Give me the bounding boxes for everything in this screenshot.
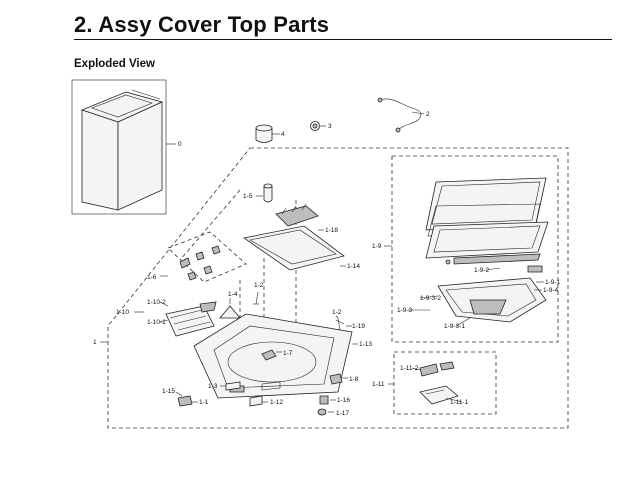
label-1-9-4: 1-9-4 [543, 287, 559, 294]
part-1-16-shape [319, 395, 329, 405]
label-1-6: 1-6 [147, 274, 157, 281]
label-1-17: 1-17 [336, 410, 349, 417]
washer-lid-glass [91, 94, 153, 118]
label-1-13: 1-13 [359, 341, 372, 348]
label-1-9: 1-9 [372, 243, 382, 250]
control-pcb-assy [243, 203, 346, 271]
label-1-4: 1-4 [228, 291, 238, 298]
part-1-12-shape [249, 395, 263, 407]
page-title: 2. Assy Cover Top Parts [74, 12, 330, 37]
label-1: 1 [93, 339, 97, 346]
title-underline [74, 39, 612, 40]
part-1-6-kit [160, 231, 247, 283]
guide-lines [179, 189, 297, 330]
cup-part [255, 124, 280, 143]
section-subtitle: Exploded View [74, 58, 155, 70]
washer-side [117, 101, 163, 211]
part-1-10-dispenser [134, 301, 217, 337]
label-1-5: 1-5 [243, 193, 253, 200]
label-1-9-3: 1-9-3 [397, 307, 413, 314]
label-1-10: 1-10 [116, 309, 129, 316]
part-1-7 [261, 349, 282, 361]
label-1-18: 1-18 [325, 227, 338, 234]
part-1-5 [256, 183, 273, 203]
washer-front [81, 109, 119, 211]
leader-lines [335, 267, 501, 403]
washer-frame [71, 79, 167, 215]
part-1-8 [329, 373, 348, 385]
label-1-19: 1-19 [352, 323, 365, 330]
label-1-11-2: 1-11-2 [400, 365, 419, 372]
part-1-3-shape [225, 381, 241, 391]
small-parts-bottom [175, 381, 336, 416]
label-1-10-1: 1-10-1 [147, 319, 166, 326]
label-1-2-right: 1-2 [332, 309, 342, 316]
assembly-boundary [107, 147, 569, 429]
label-1-1: 1-1 [199, 399, 209, 406]
part-1-2-screws [253, 291, 345, 331]
wire-harness-part [377, 97, 425, 133]
label-0: 0 [178, 141, 182, 148]
label-1-2-top: 1-2 [254, 282, 264, 289]
label-3: 3 [328, 123, 332, 130]
lid-assy-1-9 [384, 155, 559, 343]
label-1-3: 1-3 [208, 383, 218, 390]
label-1-15: 1-15 [162, 388, 175, 395]
label-1-7: 1-7 [283, 350, 293, 357]
label-1-9-3-2: 1-9-3-2 [420, 295, 441, 302]
label-1-9-2: 1-9-2 [474, 267, 490, 274]
label-1-11: 1-11 [372, 381, 385, 388]
label-1-16: 1-16 [337, 397, 350, 404]
label-1-9-1: 1-9-1 [545, 279, 561, 286]
label-4: 4 [281, 131, 285, 138]
label-1-8: 1-8 [349, 376, 359, 383]
label-2: 2 [426, 111, 430, 118]
label-1-11-1: 1-11-1 [450, 399, 469, 406]
label-1-9-3-1: 1-9-3-1 [444, 323, 465, 330]
part-1-17-shape [317, 408, 327, 416]
part-1-1-shape [177, 395, 193, 407]
part-1-4 [219, 298, 241, 319]
label-1-10-2: 1-10-2 [147, 299, 166, 306]
washer-illustration [71, 79, 176, 215]
part-1-11-assy [388, 351, 497, 415]
label-1-12: 1-12 [270, 399, 283, 406]
washer-control-panel [131, 89, 161, 100]
label-1-14: 1-14 [347, 263, 360, 270]
knob-part [310, 121, 326, 131]
